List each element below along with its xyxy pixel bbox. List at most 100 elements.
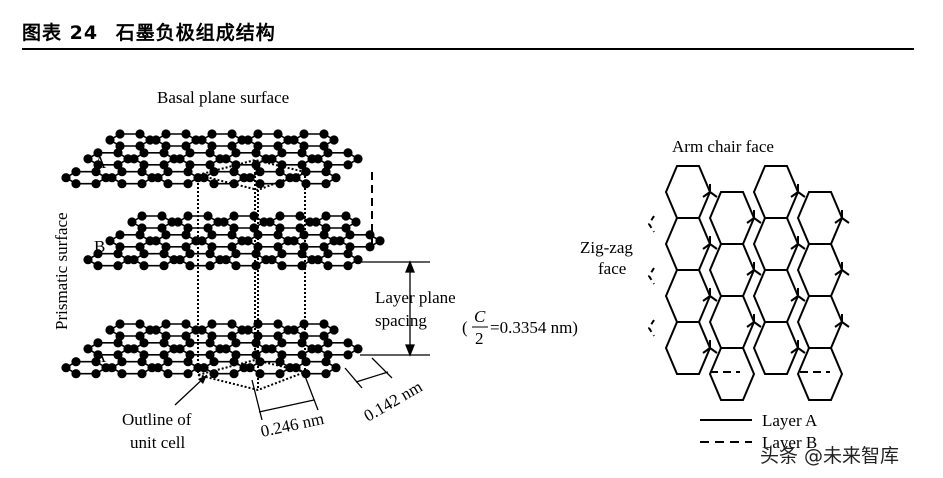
carbon-atom — [277, 338, 287, 348]
layer-a-hexagon — [796, 243, 844, 297]
carbon-atom — [229, 369, 239, 379]
carbon-atom — [289, 325, 299, 335]
carbon-atom — [71, 179, 81, 189]
carbon-atom — [227, 242, 237, 252]
carbon-atom — [353, 344, 363, 354]
carbon-atom — [229, 211, 239, 221]
legend: Layer A Layer B — [700, 411, 818, 452]
carbon-atom — [289, 135, 299, 145]
carbon-atom — [105, 135, 115, 145]
carbon-atom — [181, 319, 191, 329]
carbon-atom — [365, 230, 375, 240]
carbon-atom — [229, 167, 239, 177]
carbon-atom — [275, 369, 285, 379]
carbon-atom — [295, 223, 305, 233]
carbon-atom — [323, 148, 333, 158]
layer-a-hexagon — [752, 217, 800, 271]
carbon-atom — [129, 255, 139, 265]
caption-title: 石墨负极组成结构 — [115, 22, 276, 44]
outline-pointer-head — [198, 375, 207, 384]
layer-b-vertex — [702, 288, 718, 302]
carbon-atom — [83, 344, 93, 354]
lattice-dimension-a — [251, 375, 319, 421]
carbon-atom — [267, 255, 277, 265]
legend-layer-b: Layer B — [762, 433, 817, 452]
carbon-atom — [335, 236, 345, 246]
outline-label-line1: Outline of — [122, 410, 192, 429]
carbon-atom — [299, 129, 309, 139]
caption-number: 24 — [69, 22, 99, 44]
carbon-atom — [151, 135, 161, 145]
carbon-atom — [185, 148, 195, 158]
carbon-atom — [275, 179, 285, 189]
outline-label-line2: unit cell — [130, 433, 186, 452]
carbon-atom — [139, 338, 149, 348]
carbon-atom — [105, 236, 115, 246]
layer-b-vertex — [790, 184, 806, 198]
carbon-atom — [161, 319, 171, 329]
graphite-layers — [61, 129, 385, 379]
prismatic-surface-label: Prismatic surface — [52, 212, 71, 330]
carbon-atom — [185, 261, 195, 271]
carbon-atom — [351, 217, 361, 227]
carbon-atom — [113, 148, 123, 158]
layer-a-hexagon — [664, 165, 712, 219]
carbon-atom — [313, 154, 323, 164]
carbon-atom — [277, 249, 287, 259]
layer-b-edge — [647, 267, 655, 285]
carbon-atom — [205, 338, 215, 348]
carbon-atom — [91, 179, 101, 189]
carbon-atom — [161, 129, 171, 139]
carbon-atom — [375, 236, 385, 246]
carbon-atom — [227, 319, 237, 329]
carbon-atom — [295, 211, 305, 221]
carbon-atom — [297, 148, 307, 158]
carbon-atom — [127, 217, 137, 227]
carbon-atom — [273, 230, 283, 240]
carbon-atom — [267, 154, 277, 164]
carbon-atom — [153, 363, 163, 373]
carbon-atom — [273, 242, 283, 252]
carbon-atom — [157, 211, 167, 221]
carbon-atom — [273, 141, 283, 151]
carbon-atom — [343, 160, 353, 170]
layer-a-hexagon — [664, 217, 712, 271]
carbon-atom — [275, 211, 285, 221]
dimension-b-label: 0.142 nm — [361, 377, 426, 426]
layer-b-vertex — [746, 262, 762, 276]
carbon-atom — [181, 230, 191, 240]
carbon-atom — [321, 211, 331, 221]
carbon-atom — [243, 135, 253, 145]
carbon-atom — [159, 160, 169, 170]
carbon-atom — [219, 217, 229, 227]
carbon-atom — [93, 338, 103, 348]
carbon-atom — [115, 129, 125, 139]
layer-b-vertex — [702, 236, 718, 250]
carbon-atom — [205, 350, 215, 360]
carbon-atom — [209, 167, 219, 177]
layer-label-a-bottom: A — [94, 347, 107, 366]
carbon-atom — [229, 357, 239, 367]
layer-b-vertex — [834, 210, 850, 224]
layer-label-b: B — [94, 237, 105, 256]
carbon-atom — [231, 338, 241, 348]
carbon-atom — [251, 148, 261, 158]
layer-a-hexagon — [708, 243, 756, 297]
carbon-atom — [153, 173, 163, 183]
carbon-atom — [321, 167, 331, 177]
carbon-atom — [345, 230, 355, 240]
carbon-atom — [323, 261, 333, 271]
carbon-atom — [331, 363, 341, 373]
carbon-atom — [273, 319, 283, 329]
spacing-value: =0.3354 nm) — [490, 318, 578, 337]
layer-b-vertex — [834, 314, 850, 328]
spacing-label-line2: spacing — [375, 311, 427, 330]
carbon-atom — [181, 141, 191, 151]
carbon-atom — [203, 211, 213, 221]
carbon-atom — [159, 249, 169, 259]
carbon-atom — [183, 369, 193, 379]
carbon-atom — [301, 179, 311, 189]
graphite-sheet — [61, 319, 363, 379]
carbon-atom — [93, 148, 103, 158]
carbon-atom — [255, 179, 265, 189]
